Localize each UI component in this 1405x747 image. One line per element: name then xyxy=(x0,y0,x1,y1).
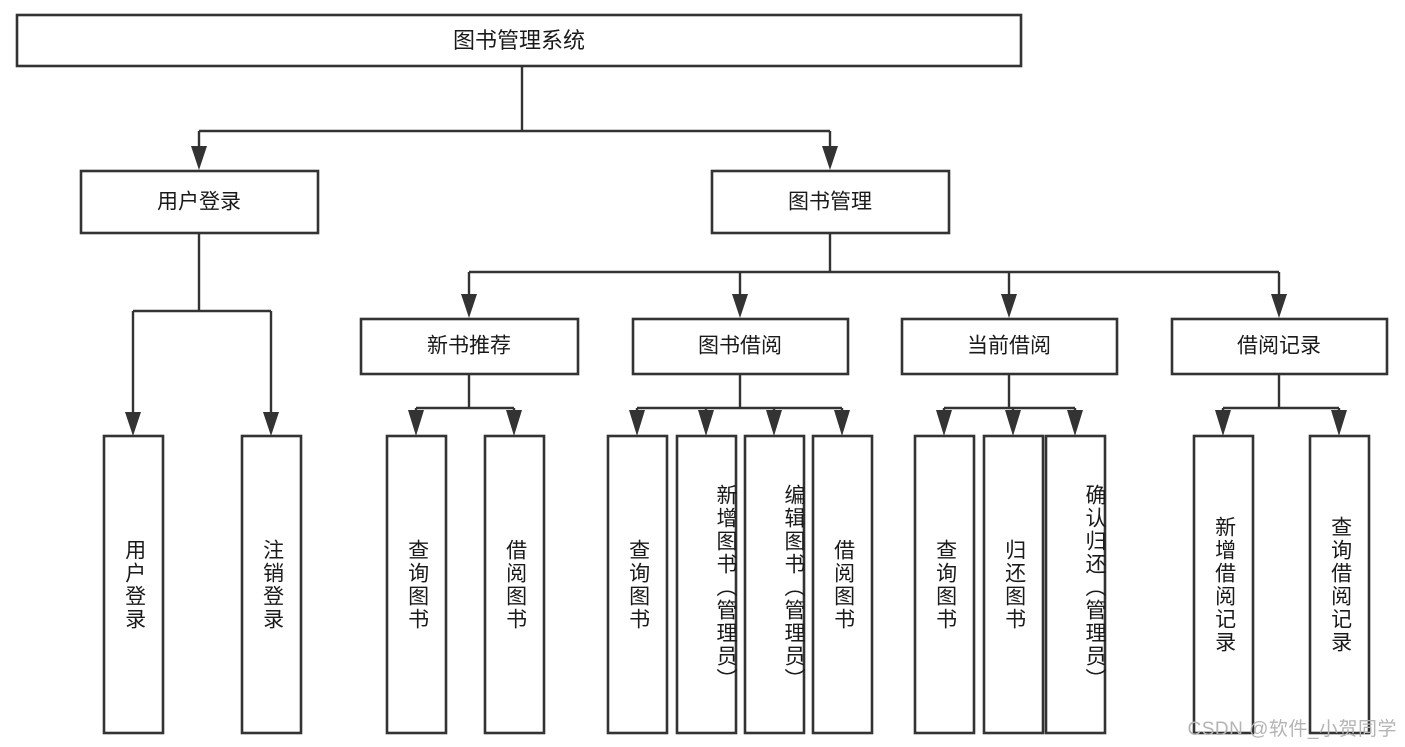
node-current-borrow[interactable]: 当前借阅 xyxy=(900,317,1119,376)
node-leaf-add-book-box[interactable] xyxy=(675,434,738,735)
node-leaf-return-book-box[interactable] xyxy=(982,434,1045,735)
node-book-borrow-label: 图书借阅 xyxy=(698,335,782,358)
node-user-login[interactable]: 用户登录 xyxy=(79,169,320,235)
arrowhead-leaf-query-record xyxy=(1331,410,1347,436)
node-borrow-record-box[interactable] xyxy=(1170,317,1389,376)
node-root-system-box[interactable] xyxy=(15,13,1023,68)
arrowhead-user-login xyxy=(191,146,207,170)
node-borrow-record-label: 借阅记录 xyxy=(1237,335,1321,358)
node-leaf-confirm-return-box[interactable] xyxy=(1044,434,1107,735)
node-book-management-label: 图书管理 xyxy=(788,191,872,214)
node-new-book-recommend-box[interactable] xyxy=(359,317,580,376)
leaf-box-group xyxy=(102,434,1371,735)
node-book-management[interactable]: 图书管理 xyxy=(710,169,951,235)
node-root-system-label: 图书管理系统 xyxy=(453,28,585,53)
node-leaf-user-logout-box[interactable] xyxy=(240,434,303,735)
arrowhead-leaf-borrow-book-2 xyxy=(834,410,850,436)
arrowhead-leaf-query-book-2 xyxy=(629,410,645,436)
node-leaf-add-record-box[interactable] xyxy=(1192,434,1255,735)
node-borrow-record[interactable]: 借阅记录 xyxy=(1170,317,1389,376)
connector-group-new-book-recommend xyxy=(408,373,522,436)
arrowhead-leaf-add-record xyxy=(1215,410,1231,436)
node-leaf-user-login-box[interactable] xyxy=(102,434,165,735)
arrowhead-borrow-record xyxy=(1271,294,1287,318)
connector-group-book-borrow xyxy=(629,373,850,436)
arrowhead-new-book-recommend xyxy=(461,294,477,318)
node-leaf-edit-book-box[interactable] xyxy=(743,434,806,735)
connector-group-root xyxy=(191,66,838,170)
arrowhead-leaf-user-login xyxy=(125,412,141,436)
arrowhead-leaf-borrow-book-1 xyxy=(506,410,522,436)
node-leaf-query-book-3-box[interactable] xyxy=(913,434,976,735)
node-current-borrow-box[interactable] xyxy=(900,317,1119,376)
arrowhead-leaf-edit-book xyxy=(766,410,782,436)
csdn-watermark: CSDN @软件_小贺同学 xyxy=(1187,719,1397,740)
arrowhead-leaf-query-book-1 xyxy=(408,410,424,436)
node-leaf-borrow-book-2-box[interactable] xyxy=(811,434,874,735)
node-book-borrow-box[interactable] xyxy=(631,317,850,376)
arrowhead-leaf-user-logout xyxy=(263,412,279,436)
arrowhead-leaf-query-book-3 xyxy=(936,410,952,436)
node-book-borrow[interactable]: 图书借阅 xyxy=(631,317,850,376)
node-new-book-recommend-label: 新书推荐 xyxy=(427,335,511,358)
connector-group-current-borrow xyxy=(936,373,1083,436)
connector-group-user-login xyxy=(125,233,279,436)
node-leaf-query-record-box[interactable] xyxy=(1308,434,1371,735)
node-book-management-box[interactable] xyxy=(710,169,951,235)
arrowhead-leaf-confirm-return xyxy=(1067,410,1083,436)
arrowhead-leaf-return-book xyxy=(1005,410,1021,436)
node-root-system[interactable]: 图书管理系统 xyxy=(15,13,1023,68)
arrowhead-current-borrow xyxy=(1001,294,1017,318)
node-leaf-query-book-2-box[interactable] xyxy=(606,434,669,735)
node-leaf-query-book-1-box[interactable] xyxy=(385,434,448,735)
arrowhead-book-borrow xyxy=(732,294,748,318)
arrowhead-book-management xyxy=(822,146,838,170)
node-current-borrow-label: 当前借阅 xyxy=(967,335,1051,358)
node-new-book-recommend[interactable]: 新书推荐 xyxy=(359,317,580,376)
connector-group-book-management xyxy=(461,233,1287,318)
node-leaf-borrow-book-1-box[interactable] xyxy=(483,434,546,735)
arrowhead-leaf-add-book xyxy=(698,410,714,436)
connector-group-borrow-record xyxy=(1215,373,1347,436)
node-user-login-label: 用户登录 xyxy=(157,191,241,214)
node-user-login-box[interactable] xyxy=(79,169,320,235)
